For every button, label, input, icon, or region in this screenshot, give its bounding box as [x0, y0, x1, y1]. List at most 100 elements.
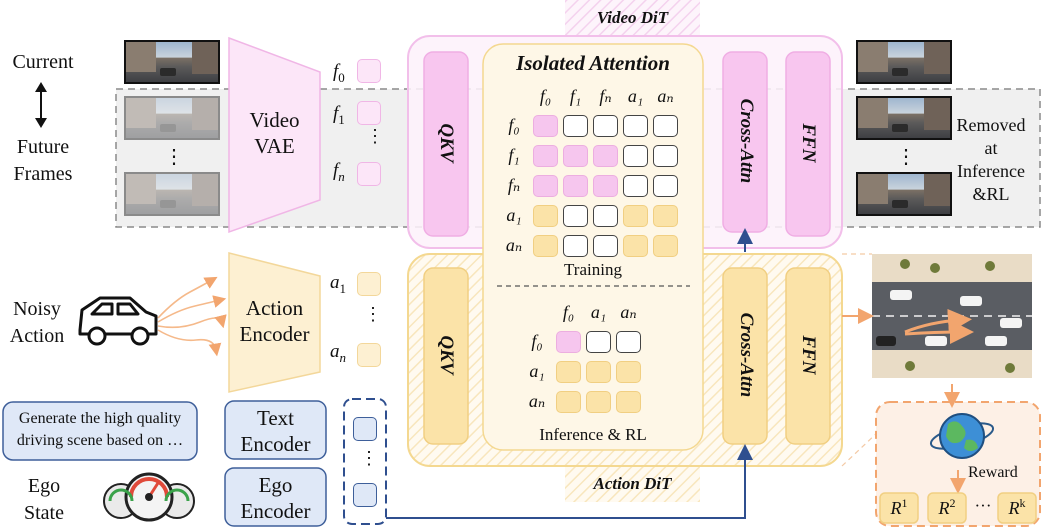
inference-grid-col-label: aₙ [620, 302, 637, 322]
token-label-f0: f0 [333, 61, 345, 85]
training-grid-cell [533, 175, 558, 197]
training-grid-col-label: a₁ [627, 86, 644, 106]
future-frame-right-n [856, 172, 952, 216]
reward-chip-k [997, 492, 1037, 524]
training-grid-cell [563, 235, 588, 257]
inference-grid-row-label: f₀ [531, 331, 543, 351]
inference-grid-cell [586, 361, 611, 383]
reward-ellipsis: ··· [974, 496, 992, 515]
ego-encoder-line2: Encoder [240, 499, 311, 523]
label-noisy: Noisy [13, 298, 61, 320]
training-grid-row-label: f₀ [508, 115, 520, 135]
label-future: Future [16, 136, 70, 158]
training-grid-col-label: fₙ [599, 86, 612, 106]
token-label-a1: a1 [330, 272, 346, 296]
action-qkv-block [423, 267, 469, 445]
label-action: Action [9, 325, 65, 347]
video-dit-title: Video DiT [596, 8, 669, 27]
reward-r2: R2 [938, 496, 956, 518]
current-frame-right [856, 40, 952, 84]
training-grid-cell [653, 205, 678, 227]
training-grid-cell [593, 205, 618, 227]
training-grid-row-label: fₙ [507, 175, 521, 195]
training-grid-cell [563, 145, 588, 167]
gauge-icon [103, 472, 195, 522]
attention-title: Isolated Attention [516, 51, 670, 75]
training-grid-cell [653, 175, 678, 197]
removed-line2: at [984, 138, 998, 158]
token-label-an: an [330, 341, 346, 365]
inference-grid-cell [556, 391, 581, 413]
prompt-line-2: driving scene based on … [16, 432, 184, 449]
training-grid-cell [563, 115, 588, 137]
token-fn [357, 162, 381, 186]
inference-grid-cell [616, 331, 641, 353]
label-state: State [24, 502, 64, 524]
training-grid-cell [623, 145, 648, 167]
action-encoder-line1: Action [245, 296, 304, 320]
prompt-box [2, 401, 198, 461]
training-grid-cell [563, 175, 588, 197]
action-ffn-label: FFN [797, 335, 819, 375]
text-encoder-line2: Encoder [240, 432, 311, 456]
training-grid-row-label: a₁ [506, 205, 522, 225]
inference-grid-col-label: f₀ [562, 302, 575, 322]
projection-lines [841, 253, 879, 467]
training-grid-cell [533, 205, 558, 227]
training-grid-cell [593, 115, 618, 137]
training-grid-cell [533, 145, 558, 167]
training-grid-cell [593, 175, 618, 197]
action-ffn-block [785, 267, 831, 445]
video-vae-line2: VAE [254, 134, 295, 158]
removed-line4: &RL [972, 184, 1010, 204]
inference-grid-col-label: a₁ [590, 302, 607, 322]
training-grid-col-label: aₙ [657, 86, 674, 106]
action-token-vdots: ⋮ [364, 304, 382, 324]
condition-token-vdots: ⋮ [360, 448, 378, 468]
inference-grid-cell [616, 361, 641, 383]
text-encoder-line1: Text [256, 406, 295, 430]
reward-chip-1 [879, 492, 919, 524]
reward-label: Reward [968, 464, 1018, 481]
video-token-vdots: ⋮ [366, 126, 384, 146]
token-f1 [357, 101, 381, 125]
inference-grid-cell [586, 331, 611, 353]
training-grid-col-label: f₁ [569, 86, 582, 106]
video-vae-shape [228, 36, 321, 234]
training-grid-cell [533, 115, 558, 137]
ego-encoder-line1: Ego [258, 473, 293, 497]
action-qkv-label: QKV [435, 335, 457, 375]
video-dit-tab [565, 0, 700, 36]
label-current: Current [12, 51, 74, 73]
video-vae-line1: Video [249, 108, 300, 132]
left-frames-vdots: ⋮ [164, 146, 184, 168]
training-grid-cell [653, 235, 678, 257]
training-grid-cell [563, 205, 588, 227]
text-encoder-box [224, 400, 327, 460]
training-grid-cell [653, 145, 678, 167]
future-frame-left-1 [124, 96, 220, 140]
training-grid-cell [593, 145, 618, 167]
future-frame-right-1 [856, 96, 952, 140]
inference-grid-cell [556, 331, 581, 353]
token-label-f1: f1 [333, 103, 345, 127]
video-qkv-block [423, 51, 469, 237]
video-ffn-block [785, 51, 831, 237]
current-frame-left [124, 40, 220, 84]
training-grid-cell [653, 115, 678, 137]
token-a1 [357, 272, 381, 296]
bev-scene [872, 254, 1032, 378]
token-an [357, 343, 381, 367]
video-qkv-label: QKV [435, 123, 457, 163]
inference-grid-row-label: a₁ [529, 361, 545, 381]
inference-grid-cell [616, 391, 641, 413]
training-grid-row-label: aₙ [505, 235, 523, 255]
future-frame-left-n [124, 172, 220, 216]
video-ffn-label: FFN [797, 123, 819, 163]
label-ego: Ego [27, 475, 61, 497]
removed-line3: Inference [957, 161, 1025, 181]
inference-label: Inference & RL [539, 425, 647, 444]
training-grid-cell [533, 235, 558, 257]
inference-grid-cell [586, 391, 611, 413]
training-grid-cell [623, 235, 648, 257]
